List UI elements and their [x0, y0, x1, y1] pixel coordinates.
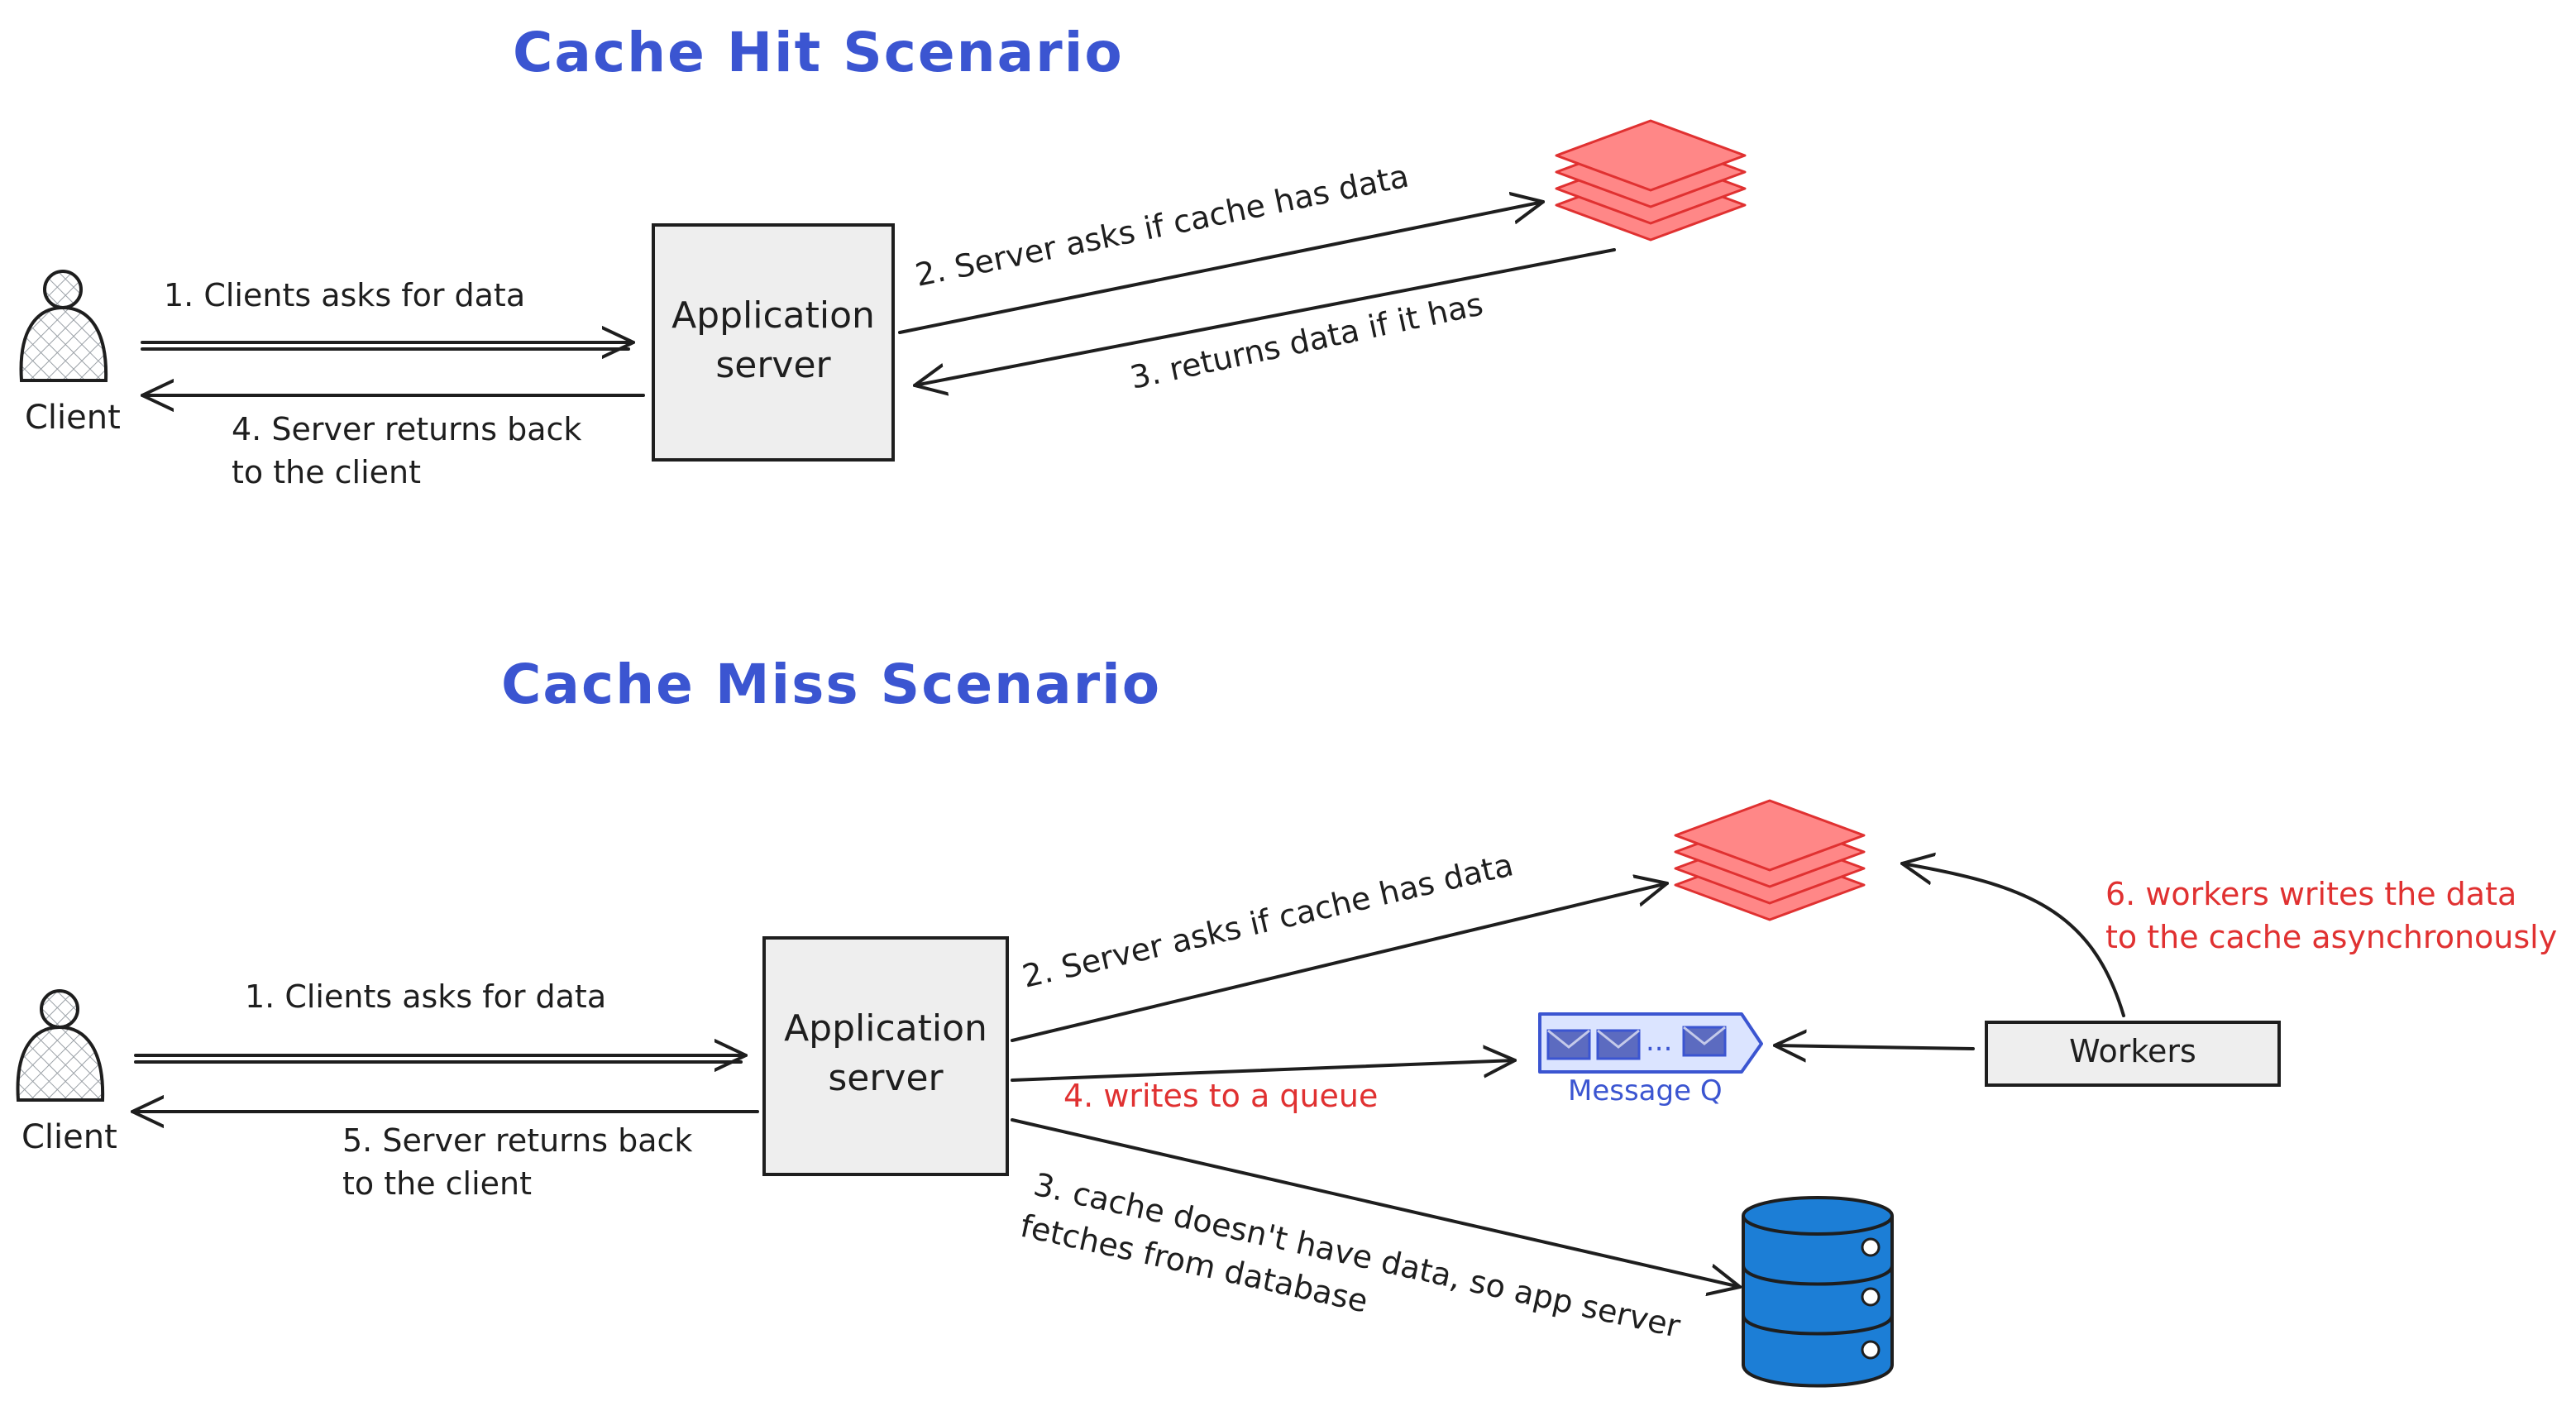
envelope-icon [1596, 1029, 1641, 1060]
cache-icon [1555, 119, 1747, 242]
envelope-icon [1546, 1029, 1591, 1060]
miss-step4-label: 4. writes to a queue [1063, 1078, 1378, 1114]
cache-hit-title: Cache Hit Scenario [513, 21, 1124, 84]
server-label-line1: Application [784, 1007, 987, 1050]
cache-icon [1674, 799, 1866, 921]
envelope-icon [1682, 1026, 1727, 1057]
arrow-workers-to-queue [1773, 1045, 1975, 1049]
cache-hit-section: Cache Hit Scenario Client Application se… [19, 21, 1747, 490]
queue-dots: ... [1646, 1025, 1672, 1058]
workers-label: Workers [2069, 1033, 2196, 1069]
client-icon [19, 270, 108, 382]
message-queue-label: Message Q [1568, 1074, 1723, 1107]
database-icon [1742, 1196, 1894, 1388]
hit-step3-label: 3. returns data if it has [1127, 285, 1486, 395]
miss-step5-label-line1: 5. Server returns back [342, 1122, 692, 1159]
hit-step1-label: 1. Clients asks for data [164, 277, 525, 313]
message-queue-icon: ... [1538, 1012, 1763, 1074]
arrow-cache-to-server [913, 248, 1616, 385]
client-icon [16, 989, 105, 1102]
hit-step2-label: 2. Server asks if cache has data [912, 158, 1412, 294]
server-label-line2: server [715, 344, 831, 386]
application-server-box: Application server [652, 223, 895, 462]
arrow-server-to-cache [898, 202, 1545, 334]
arrow-server-to-queue [1011, 1060, 1517, 1082]
miss-step2-label: 2. Server asks if cache has data [1019, 846, 1517, 995]
client-label: Client [22, 1118, 117, 1156]
arrow-workers-to-cache [1900, 863, 2125, 1017]
cache-miss-title: Cache Miss Scenario [501, 653, 1161, 716]
arrow-server-to-cache [1011, 883, 1669, 1042]
miss-step6-label-line1: 6. workers writes the data [2105, 876, 2516, 912]
client-label: Client [25, 399, 121, 437]
arrow-server-to-database [1011, 1118, 1742, 1287]
server-label-line2: server [828, 1057, 944, 1099]
workers-box: Workers [1985, 1021, 2281, 1087]
miss-step6-label-line2: to the cache asynchronously [2105, 919, 2557, 955]
miss-step5-label-line2: to the client [342, 1165, 532, 1202]
hit-step4-label-line1: 4. Server returns back [232, 411, 581, 447]
cache-miss-section: Cache Miss Scenario Client Application s… [16, 653, 2557, 1388]
server-label-line1: Application [671, 294, 875, 337]
application-server-box: Application server [762, 936, 1009, 1176]
hit-step4-label-line2: to the client [232, 454, 421, 490]
miss-step1-label: 1. Clients asks for data [245, 978, 606, 1015]
